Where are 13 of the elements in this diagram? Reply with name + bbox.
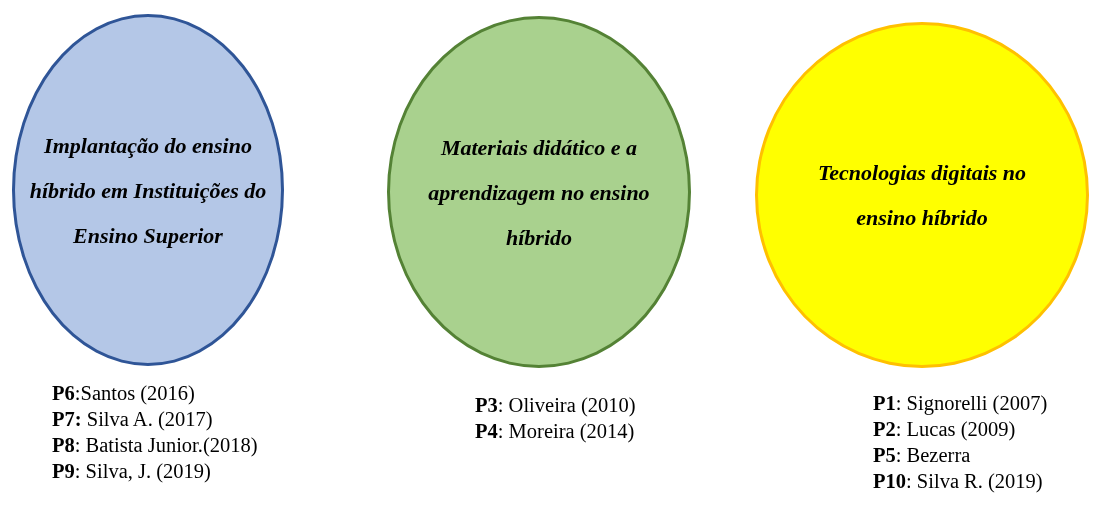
topic-title: Tecnologias digitais no ensino híbrido [816,159,1028,232]
reference-entry: P10: Silva R. (2019) [873,469,1044,494]
topic-title: Implantação do ensino híbrido em Instituições do Ensino Superior [28,131,268,250]
reference-entry: P2: Lucas (2009) [873,417,1017,442]
reference-entry: P8: Batista Junior.(2018) [52,433,258,458]
reference-entry: P9: Silva, J. (2019) [52,459,212,484]
reference-entry: P4: Moreira (2014) [475,419,636,444]
reference-entry: P6:Santos (2016) [52,381,196,406]
reference-entry: P5: Bezerra [873,443,972,468]
reference-entry: P3: Oliveira (2010) [475,393,636,418]
topic-title: Materiais didático e a aprendizagem no ensino híbrido [427,133,651,252]
reference-entry: P7: Silva A. (2017) [52,407,214,432]
reference-entry: P1: Signorelli (2007) [873,391,1048,416]
